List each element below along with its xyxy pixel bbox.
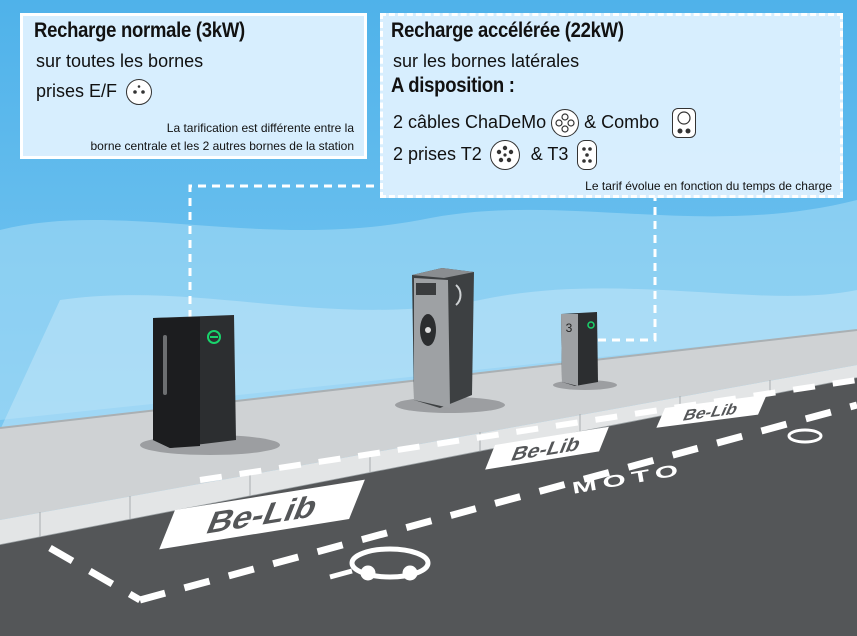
combo-label: & Combo [584,111,660,132]
charger-middle [395,268,505,413]
normal-title: Recharge normale (3kW) [34,19,245,42]
fast-heading: A disposition : [391,74,515,97]
normal-line2: prises E/F [36,79,153,105]
ev-car-icon [329,546,431,581]
combo-plug-icon [672,108,697,138]
fast-line1: sur les bornes latérales [393,51,580,71]
chademo-label: 2 câbles ChaDeMo [393,111,547,132]
normal-line1: sur toutes les bornes [36,51,204,71]
normal-note1: La tarification est différente entre la [166,121,354,135]
fast-note: Le tarif évolue en fonction du temps de … [585,179,832,193]
sidewalk [0,330,857,520]
normal-charge-panel: Recharge normale (3kW) sur toutes les bo… [20,13,367,159]
t3-plug-icon [577,140,598,170]
fast-cables-line: 2 câbles ChaDeMo & Combo [393,108,697,138]
t2-label: 2 prises T2 [393,143,482,164]
chademo-plug-icon [551,109,580,137]
charger-right: 3 [553,312,617,390]
fast-charge-panel: Recharge accélérée (22kW) sur les bornes… [380,13,843,198]
fast-prises-line: 2 prises T2 & T3 [393,140,598,170]
t2-plug-icon [489,140,520,170]
normal-note2: borne centrale et les 2 autres bornes de… [90,139,355,153]
road [0,378,857,636]
ef-plug-icon [126,79,153,105]
svg-text:3: 3 [566,321,573,335]
connector-lines [188,184,657,342]
t3-label: & T3 [530,143,569,164]
charger-left [140,315,280,455]
normal-line2-text: prises E/F [36,80,118,101]
fast-title: Recharge accélérée (22kW) [391,19,624,42]
ev-car-icon [787,428,823,444]
